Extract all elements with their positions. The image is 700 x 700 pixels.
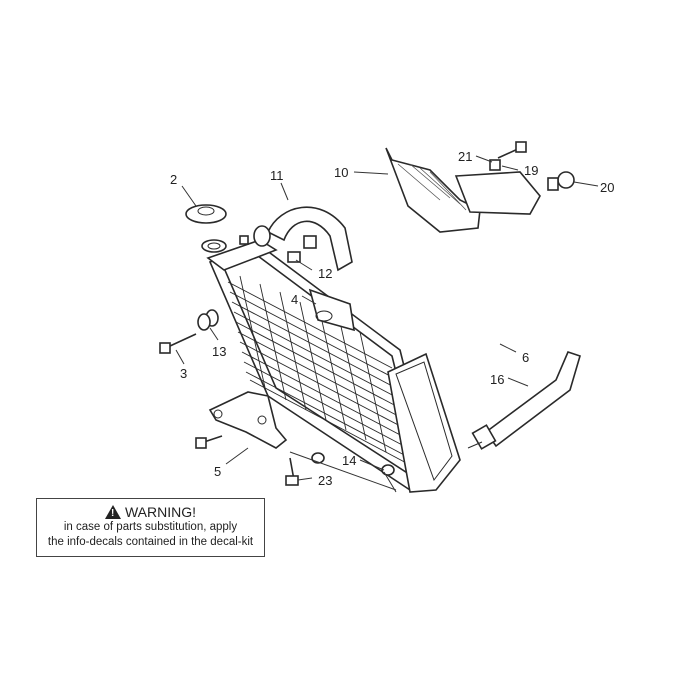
callout-12: 12 <box>318 266 332 281</box>
warning-triangle-icon <box>104 505 121 522</box>
callout-6: 6 <box>522 350 529 365</box>
warning-box: WARNING! in case of parts substitution, … <box>36 498 265 557</box>
callout-23: 23 <box>318 473 332 488</box>
callout-13: 13 <box>212 344 226 359</box>
radiator-core <box>206 239 461 493</box>
callout-21: 21 <box>458 149 472 164</box>
callout-20: 20 <box>600 180 614 195</box>
callout-10: 10 <box>334 165 348 180</box>
screw-21 <box>497 141 527 159</box>
leader-lines <box>175 155 599 493</box>
callout-11: 11 <box>270 168 284 183</box>
callout-3: 3 <box>180 366 187 381</box>
warning-line-1: in case of parts substitution, apply <box>63 521 238 533</box>
clamp-20 <box>547 171 575 191</box>
screw-23 <box>285 457 299 486</box>
callout-16: 16 <box>490 372 504 387</box>
callout-14: 14 <box>342 453 356 468</box>
callout-labels: 2 11 10 21 19 20 12 4 13 3 6 16 5 14 23 <box>170 149 614 488</box>
nut-12 <box>287 235 317 263</box>
hose-16 <box>467 351 581 450</box>
bracket-4 <box>308 288 355 332</box>
support-bracket-5 <box>195 391 288 449</box>
bolt-3 <box>159 333 197 354</box>
spacer-19 <box>489 159 501 171</box>
warning-line-2: the info-decals contained in the decal-k… <box>47 536 254 548</box>
grommet-14 <box>311 452 395 476</box>
callout-2: 2 <box>170 172 177 187</box>
callout-5: 5 <box>214 464 221 479</box>
grommet-13 <box>197 309 219 331</box>
radiator-guard-10 <box>385 147 541 233</box>
callout-4: 4 <box>291 292 298 307</box>
warning-title: WARNING! <box>124 504 197 520</box>
warning-title-row: WARNING! <box>37 504 264 522</box>
hose-11 <box>253 206 353 272</box>
callout-19: 19 <box>524 163 538 178</box>
radiator-cap-2 <box>185 204 249 253</box>
